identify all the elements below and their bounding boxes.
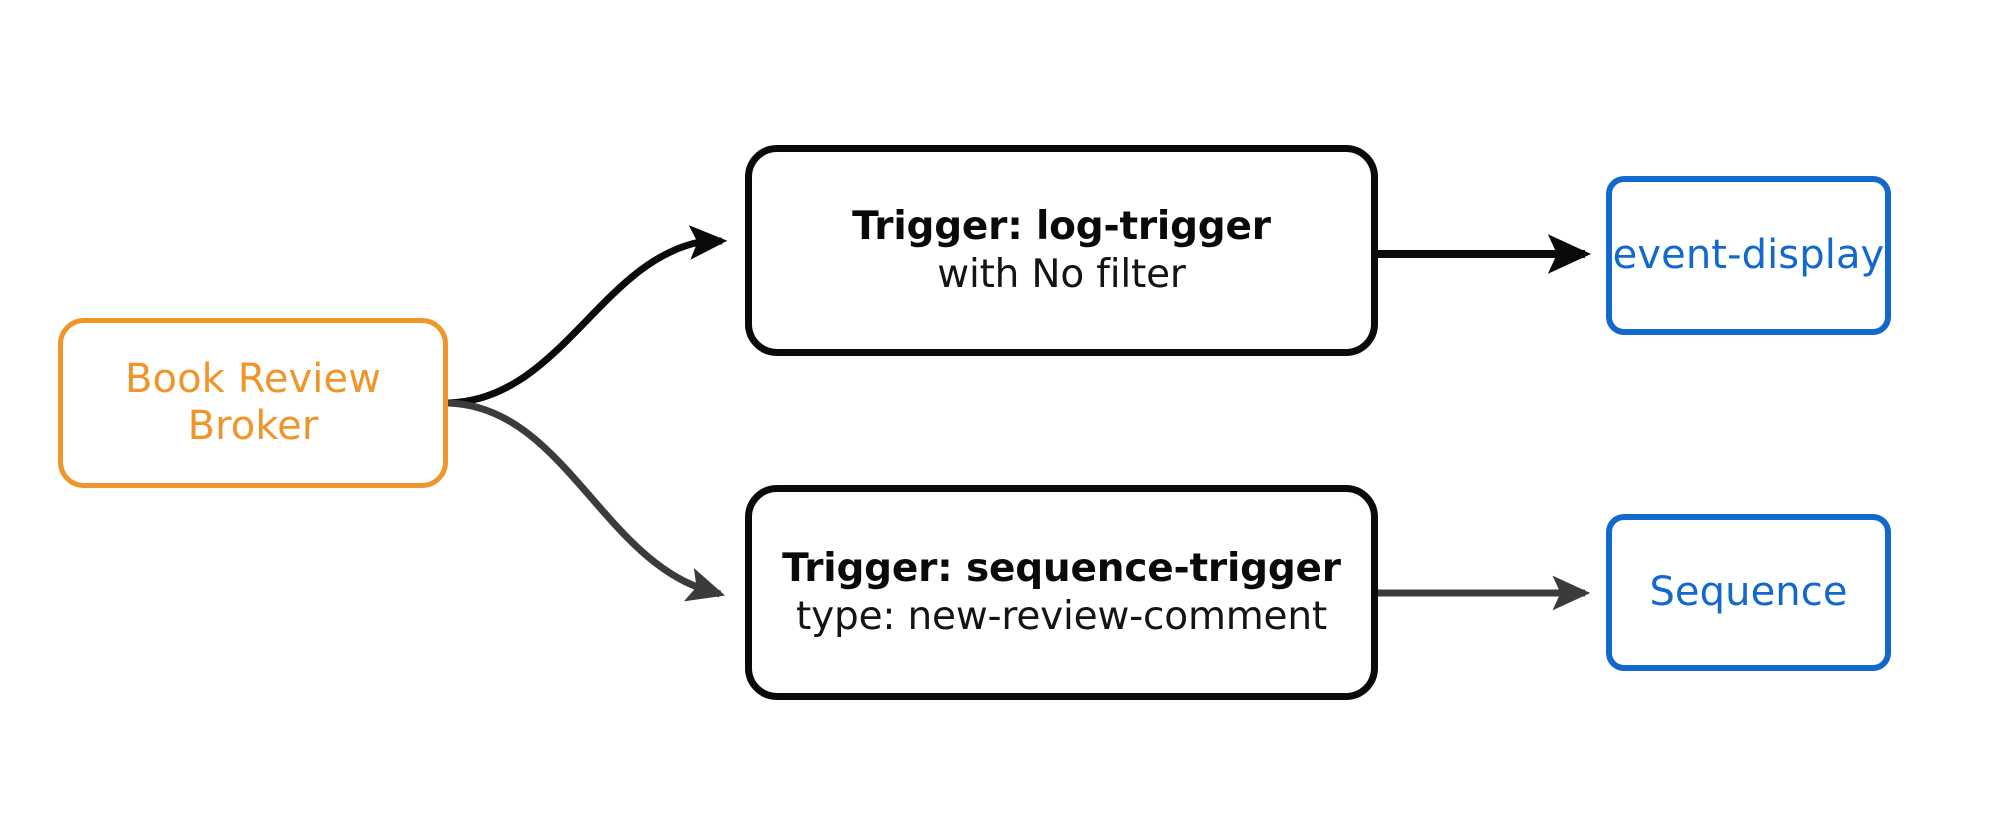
log-trigger-title: Trigger: log-trigger [852,203,1271,249]
node-book-review-broker[interactable]: Book Review Broker [58,318,448,488]
log-trigger-subtitle: with No filter [937,251,1186,297]
sequence-trigger-subtitle: type: new-review-comment [796,593,1327,639]
broker-label-line2: Broker [187,403,319,449]
edge-broker-to-log-trigger [447,225,728,407]
broker-label-line1: Book Review [124,356,382,403]
edge-broker-to-sequence-trigger [447,399,726,602]
sequence-label: Sequence [1649,569,1848,616]
node-sequence[interactable]: Sequence [1606,514,1891,671]
node-log-trigger[interactable]: Trigger: log-trigger with No filter [745,145,1378,356]
event-display-label: event-display [1612,232,1885,279]
node-sequence-trigger[interactable]: Trigger: sequence-trigger type: new-revi… [745,485,1378,700]
sequence-trigger-title: Trigger: sequence-trigger [782,545,1341,591]
node-event-display[interactable]: event-display [1606,176,1891,335]
